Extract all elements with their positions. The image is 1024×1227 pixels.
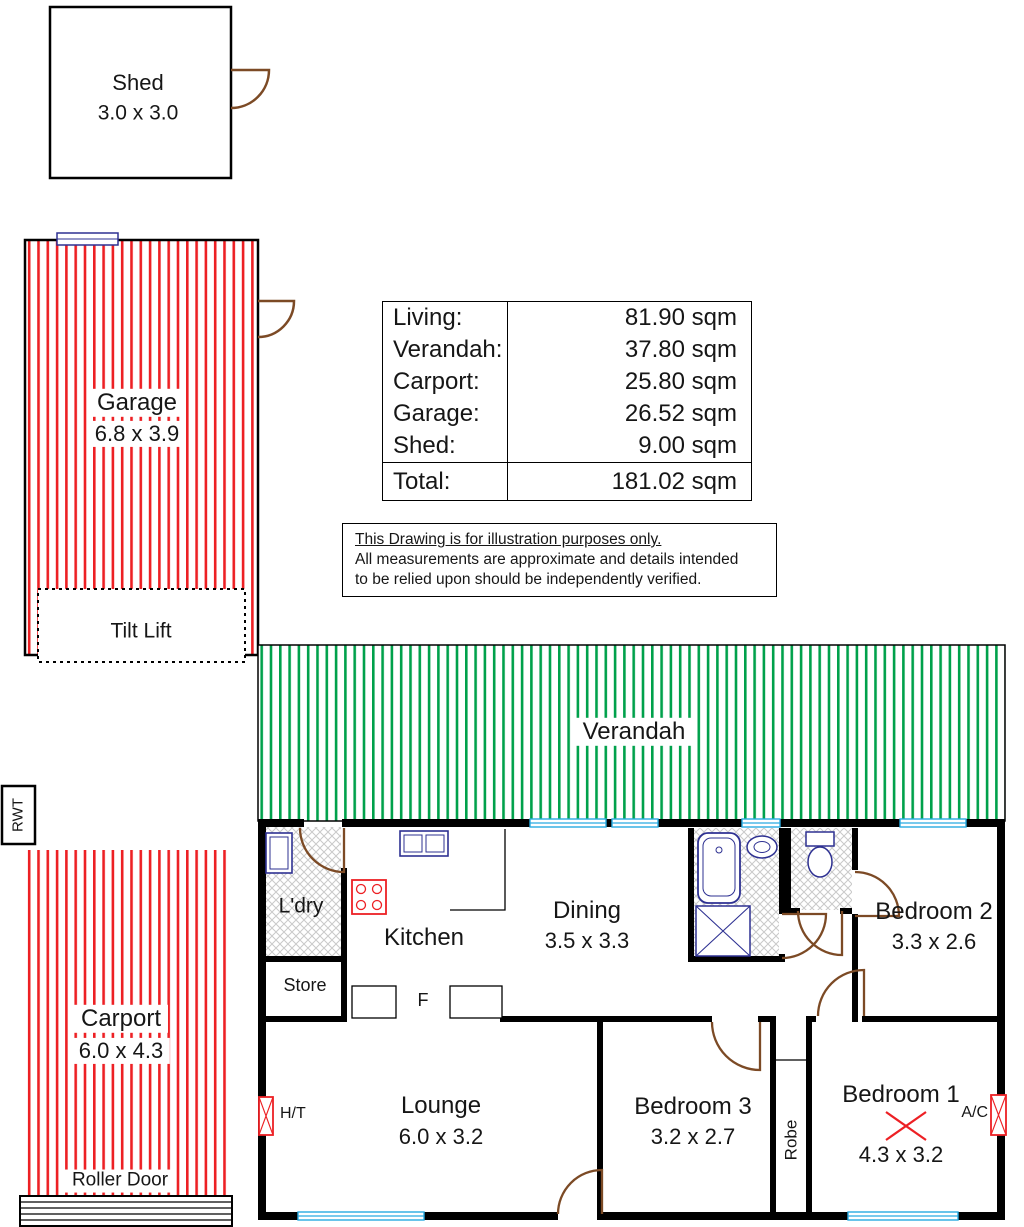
shed-outline bbox=[48, 5, 271, 180]
kitchen-name: Kitchen bbox=[383, 923, 465, 951]
area-value: 37.80 sqm bbox=[624, 336, 737, 363]
shed-dims: 3.0 x 3.0 bbox=[97, 101, 179, 125]
garage-name: Garage bbox=[89, 388, 185, 418]
area-label: Total: bbox=[383, 463, 508, 500]
bedroom3-name: Bedroom 3 bbox=[634, 1092, 752, 1120]
dining-name: Dining bbox=[552, 896, 622, 924]
bedroom1-dims: 4.3 x 3.2 bbox=[858, 1141, 944, 1167]
laundry-trough bbox=[265, 832, 293, 874]
shed-door-arc bbox=[230, 68, 271, 110]
kitchen-counters bbox=[351, 829, 506, 1019]
area-label: Living: bbox=[383, 302, 508, 334]
bedroom1-door-arc bbox=[816, 968, 866, 1017]
lounge-rear-door-arc bbox=[556, 1168, 604, 1215]
bathroom-basin bbox=[746, 835, 778, 859]
robe-label: Robe bbox=[782, 1120, 801, 1161]
area-value: 181.02 sqm bbox=[611, 467, 737, 495]
area-label: Carport: bbox=[383, 366, 508, 398]
window-bedroom2 bbox=[899, 818, 967, 828]
disclaimer-line: This Drawing is for illustration purpose… bbox=[355, 531, 662, 548]
red-symbols bbox=[258, 879, 1007, 1141]
air-con-label: A/C bbox=[961, 1104, 988, 1122]
bath-door-arc bbox=[781, 912, 828, 960]
lounge-name: Lounge bbox=[400, 1091, 482, 1119]
window-dining-1 bbox=[529, 818, 607, 828]
window-lounge bbox=[297, 1211, 425, 1221]
area-value: 25.80 sqm bbox=[624, 368, 737, 395]
bedroom3-door-arc bbox=[710, 1021, 762, 1072]
rwt-label: RWT bbox=[10, 798, 27, 832]
bedroom1-name: Bedroom 1 bbox=[842, 1080, 960, 1108]
hot-water-label: H/T bbox=[280, 1105, 306, 1123]
garage-door-arc bbox=[257, 299, 296, 339]
roller-door-label: Roller Door bbox=[64, 1169, 176, 1193]
rainwater-tank: RWT bbox=[0, 784, 37, 846]
area-value: 9.00 sqm bbox=[638, 432, 737, 459]
bedroom2-door-arc bbox=[854, 870, 901, 918]
table-row: Living: 81.90 sqm bbox=[383, 302, 751, 334]
table-row: Carport: 25.80 sqm bbox=[383, 366, 751, 398]
shower bbox=[695, 905, 751, 957]
area-value: 26.52 sqm bbox=[624, 400, 737, 427]
verandah-name: Verandah bbox=[575, 717, 693, 747]
areas-table: Living: 81.90 sqm Verandah: 37.80 sqm Ca… bbox=[382, 301, 752, 501]
garage-region bbox=[23, 232, 296, 663]
fixtures bbox=[265, 830, 835, 957]
area-label: Verandah: bbox=[383, 334, 508, 366]
ceiling-fan-symbol bbox=[885, 1111, 927, 1141]
tilt-lift-door bbox=[37, 588, 246, 663]
bathtub bbox=[697, 832, 741, 904]
bedroom2-name: Bedroom 2 bbox=[875, 897, 993, 925]
carport-dims: 6.0 x 4.3 bbox=[71, 1037, 171, 1065]
windows bbox=[297, 818, 967, 1221]
disclaimer-box: This Drawing is for illustration purpose… bbox=[342, 523, 777, 597]
lounge-dims: 6.0 x 3.2 bbox=[398, 1123, 484, 1149]
table-row: Verandah: 37.80 sqm bbox=[383, 334, 751, 366]
table-row: Garage: 26.52 sqm bbox=[383, 398, 751, 430]
hot-water-unit bbox=[258, 1096, 274, 1136]
shed-name: Shed bbox=[112, 69, 164, 95]
kitchen-sink bbox=[399, 830, 449, 857]
window-dining-2 bbox=[611, 818, 659, 828]
window-bathroom bbox=[741, 818, 781, 828]
stove-cooktop bbox=[351, 879, 387, 915]
garage-meter-box bbox=[56, 232, 119, 246]
laundry-name: L'dry bbox=[278, 894, 324, 918]
area-label: Garage: bbox=[383, 398, 508, 430]
garage-dims: 6.8 x 3.9 bbox=[87, 420, 187, 448]
bedroom2-dims: 3.3 x 2.6 bbox=[891, 928, 977, 954]
store-name: Store bbox=[283, 975, 327, 996]
bedroom3-dims: 3.2 x 2.7 bbox=[650, 1123, 736, 1149]
toilet bbox=[805, 831, 835, 878]
table-row-total: Total: 181.02 sqm bbox=[383, 462, 751, 500]
air-conditioner-unit bbox=[990, 1094, 1007, 1136]
disclaimer-line: to be relied upon should be independentl… bbox=[355, 571, 702, 588]
door-arcs bbox=[298, 827, 901, 1215]
carport-name: Carport bbox=[73, 1004, 169, 1034]
laundry-door-arc bbox=[298, 827, 346, 874]
area-value: 81.90 sqm bbox=[624, 304, 737, 331]
area-label: Shed: bbox=[383, 430, 508, 462]
fridge-label: F bbox=[417, 990, 429, 1011]
tilt-lift-label: Tilt Lift bbox=[110, 619, 172, 643]
wc-door-arc bbox=[796, 910, 844, 957]
table-row: Shed: 9.00 sqm bbox=[383, 430, 751, 462]
disclaimer-line: All measurements are approximate and det… bbox=[355, 551, 739, 568]
roller-door-symbol bbox=[19, 1195, 233, 1227]
dining-dims: 3.5 x 3.3 bbox=[544, 927, 630, 953]
window-bedroom1 bbox=[847, 1211, 959, 1221]
